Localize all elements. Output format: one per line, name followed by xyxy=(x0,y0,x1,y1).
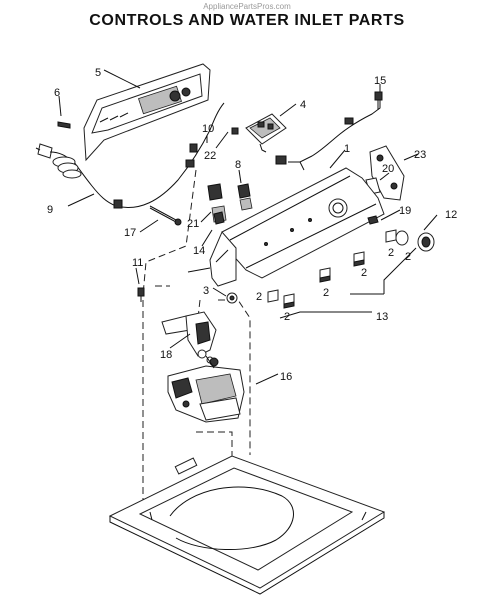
callout-22: 23 xyxy=(414,149,426,161)
callout-17: 18 xyxy=(160,349,172,361)
callout-6: 6 xyxy=(54,87,60,99)
callout-16: 17 xyxy=(124,227,136,239)
callout-20: 21 xyxy=(187,218,199,230)
callout-2-button-c: 2 xyxy=(284,311,290,323)
button-2e xyxy=(385,229,397,243)
callout-2-knob: 2 xyxy=(405,251,411,263)
knob-2 xyxy=(395,230,409,246)
callout-13: 14 xyxy=(193,245,205,257)
callout-15: 16 xyxy=(280,371,292,383)
callout-2-button-b: 2 xyxy=(323,287,329,299)
switch-20 xyxy=(207,183,227,225)
screw-8 xyxy=(137,287,145,302)
callout-4: 4 xyxy=(300,99,306,111)
callout-labels: 5 6 15 4 10 22 8 1 23 20 19 12 9 17 21 1… xyxy=(47,67,457,383)
console-rear-panel xyxy=(83,63,211,162)
callout-2-button-a: 2 xyxy=(361,267,367,279)
callout-2-button-d: 2 xyxy=(256,291,262,303)
callout-11: 12 xyxy=(445,209,457,221)
callout-1: 1 xyxy=(344,143,350,155)
callout-18: 19 xyxy=(399,205,411,217)
wire-harness xyxy=(275,91,383,171)
button-2b xyxy=(319,267,331,283)
callout-8: 11 xyxy=(132,257,143,269)
wire-tie xyxy=(149,205,182,226)
lamp-3 xyxy=(226,292,238,304)
screw-6 xyxy=(57,121,71,129)
watermark: AppliancePartsPros.com xyxy=(203,2,291,11)
callout-19: 20 xyxy=(382,163,394,175)
console xyxy=(221,167,385,279)
power-cord xyxy=(35,102,225,209)
control-board xyxy=(231,113,287,153)
leader-lines xyxy=(58,69,438,385)
button-2a xyxy=(353,251,365,267)
callout-7: 8 xyxy=(235,159,241,171)
water-inlet-assembly-15 xyxy=(167,355,245,423)
diagram-title: CONTROLS AND WATER INLET PARTS xyxy=(89,12,405,29)
cabinet-top xyxy=(108,455,386,595)
screw-18 xyxy=(367,215,379,225)
button-2c xyxy=(283,293,295,309)
callout-9: 9 xyxy=(47,204,53,216)
callout-5: 5 xyxy=(95,67,101,79)
callout-14: 15 xyxy=(374,75,386,87)
knob xyxy=(417,232,435,252)
switch-7 xyxy=(237,183,253,211)
callout-10: 10 xyxy=(202,123,214,135)
clamp-10 xyxy=(185,143,198,168)
end-cap-23 xyxy=(209,231,237,287)
callout-3: 3 xyxy=(203,285,209,297)
callout-21: 22 xyxy=(204,150,216,162)
button-2d xyxy=(267,289,279,303)
callout-12: 13 xyxy=(376,311,388,323)
callout-2-button-e: 2 xyxy=(388,247,394,259)
